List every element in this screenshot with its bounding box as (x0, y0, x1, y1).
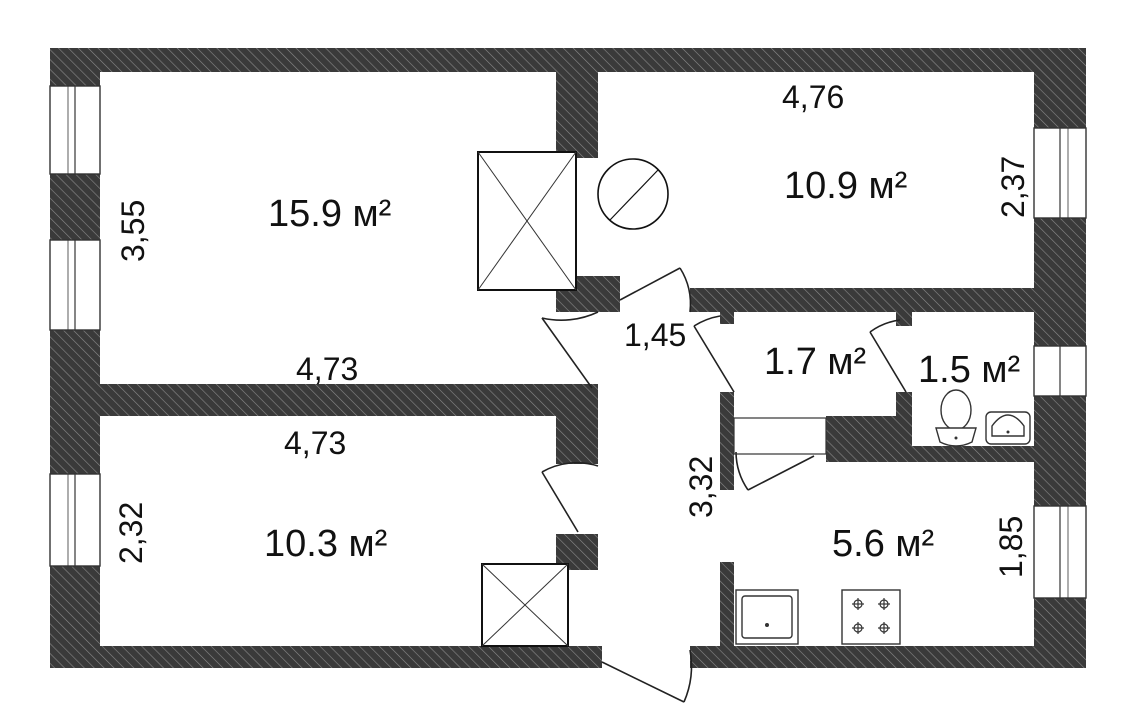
wall-kitchen-top (826, 416, 912, 462)
dimension-label: 3,55 (115, 200, 151, 262)
room-area-label: 10.3 м² (264, 523, 387, 565)
wall-wc-bottom (720, 392, 734, 490)
door-wc (693, 315, 735, 393)
room-area-label: 1.5 м² (918, 349, 1020, 391)
door-room1 (541, 311, 599, 389)
room-area-label: 1.7 м² (764, 341, 866, 383)
window-bath (1033, 345, 1087, 397)
wall-kitchen-left (720, 562, 734, 652)
window-room3 (49, 473, 101, 567)
door-room3 (541, 461, 599, 533)
dimension-labels: 4,73 3,55 4,76 2,37 4,73 2,32 1,45 3,32 … (113, 79, 1031, 578)
door-bath (869, 319, 907, 393)
room-area-label: 15.9 м² (268, 193, 391, 235)
dimension-label: 4,73 (296, 351, 358, 387)
ventilation-shaft-lower (481, 563, 569, 647)
window-room1-lower (49, 239, 101, 331)
wall-wc-left (720, 312, 734, 324)
dimension-label: 1,45 (624, 317, 686, 353)
wall-bath-bottom (912, 446, 1086, 462)
door-entrance (601, 649, 693, 703)
room-area-label: 5.6 м² (832, 523, 934, 565)
door-room2 (619, 267, 692, 313)
fixtures (477, 151, 1031, 647)
dimension-label: 2,37 (995, 156, 1031, 218)
wall-room2-bottom (690, 288, 1086, 312)
wall-outer-bottom-right (690, 646, 1086, 668)
ventilation-shaft-upper (477, 151, 577, 291)
windows (49, 85, 1087, 599)
toilet-icon (935, 389, 977, 447)
dimension-label: 1,85 (993, 516, 1029, 578)
window-room2 (1033, 127, 1087, 219)
doors (541, 267, 907, 703)
area-labels: 15.9 м² 10.9 м² 10.3 м² 1.7 м² 1.5 м² 5.… (264, 165, 1020, 565)
stove-icon (841, 589, 901, 645)
dimension-label: 4,76 (782, 79, 844, 115)
dimension-label: 2,32 (113, 502, 149, 564)
dimension-label: 4,73 (284, 425, 346, 461)
dimension-label: 3,32 (683, 456, 719, 518)
window-room1-upper (49, 85, 101, 175)
pipe-riser-icon (597, 158, 669, 230)
wall-room1-room2 (556, 48, 598, 158)
room-area-label: 10.9 м² (784, 165, 907, 207)
sink-icon (985, 411, 1031, 445)
wall-bath-divider (896, 312, 912, 326)
door-closet (733, 417, 827, 491)
wall-room3-right-upper (556, 416, 598, 464)
kitchen-sink-icon (735, 589, 799, 645)
window-kitchen (1033, 505, 1087, 599)
wall-outer-bottom-left (50, 646, 602, 668)
wall-room1-room3 (50, 384, 598, 416)
